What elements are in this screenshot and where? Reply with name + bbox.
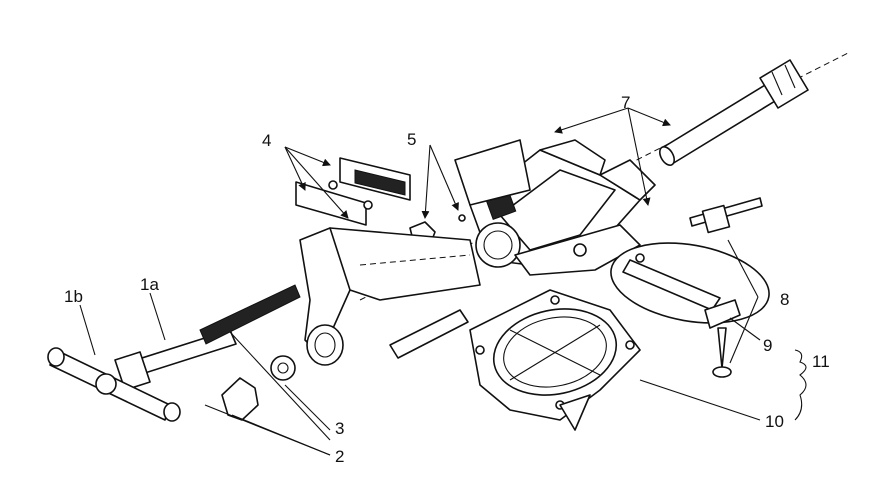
swivel-base: [469, 289, 641, 431]
label-4: 4: [262, 131, 271, 150]
label-5: 5: [407, 130, 416, 149]
t-handle: [47, 347, 181, 422]
label-9: 9: [763, 336, 772, 355]
main-screw: [114, 284, 301, 391]
label-8: 8: [780, 290, 789, 309]
lock-handle: [689, 197, 763, 234]
handle-tube: [658, 59, 809, 166]
slide-key: [389, 309, 469, 359]
washer: [270, 355, 296, 381]
label-11: 11: [812, 352, 830, 371]
label-2: 2: [335, 447, 344, 466]
label-1b: 1b: [64, 287, 83, 306]
screw-nut: [221, 377, 259, 421]
label-3: 3: [335, 419, 344, 438]
rear-jaw-body: [454, 139, 656, 276]
swivel-plate: [610, 242, 770, 329]
front-jaw-slide: [299, 227, 481, 366]
label-1a: 1a: [140, 275, 159, 294]
jaw-inserts: [295, 157, 411, 226]
label-10: 10: [765, 412, 784, 431]
leader-lines: [79, 107, 807, 456]
swivel-bolt: [712, 327, 732, 378]
label-7: 7: [621, 93, 630, 112]
